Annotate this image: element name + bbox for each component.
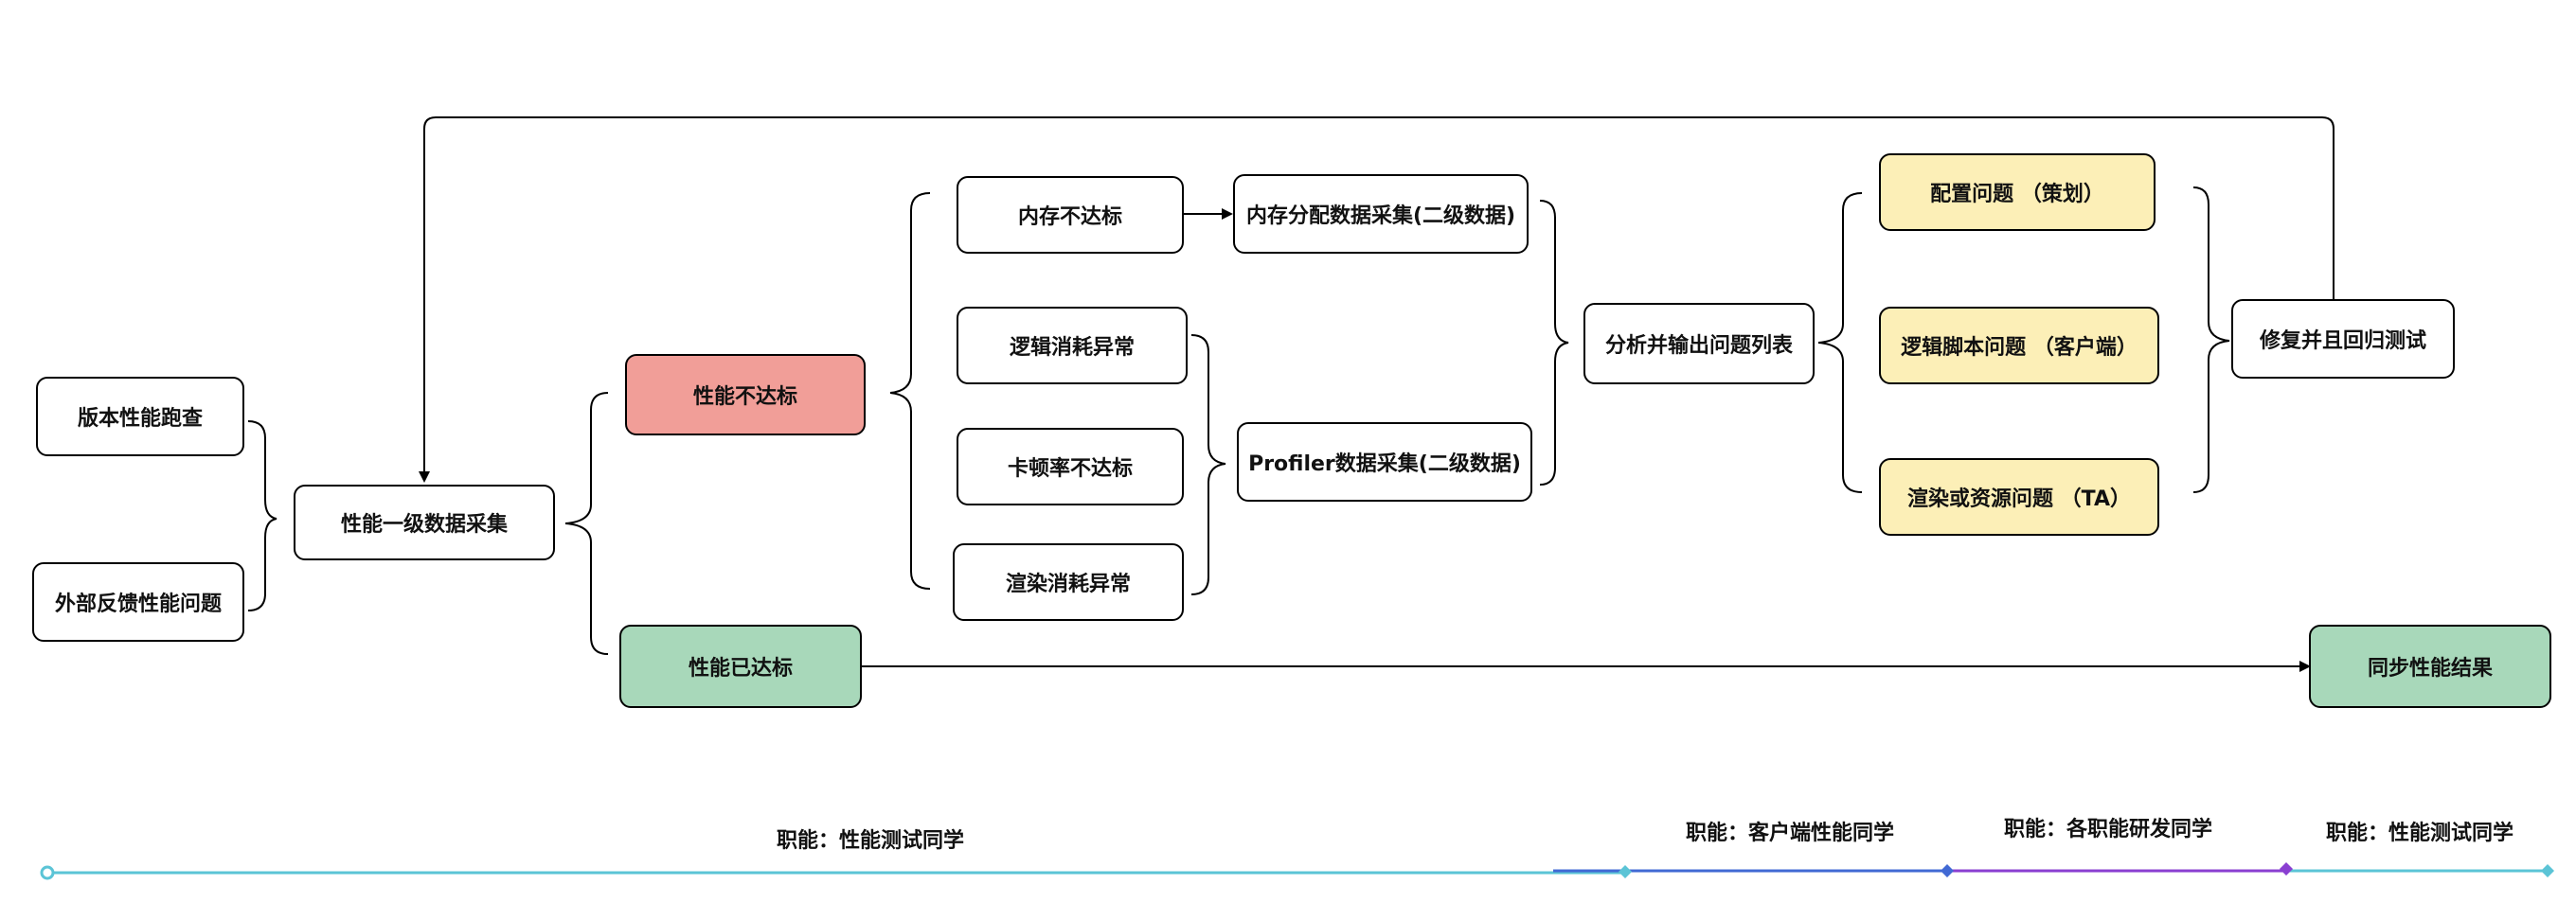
timeline-marker-2 bbox=[1941, 864, 1954, 877]
role-label-client-perf: 职能：客户端性能同学 bbox=[1686, 822, 1895, 845]
node-logic-anomaly[interactable]: 逻辑消耗异常 bbox=[957, 307, 1188, 384]
node-label: 配置问题 （策划） bbox=[1930, 183, 2104, 206]
node-label: 渲染消耗异常 bbox=[1005, 573, 1131, 596]
node-config-issue[interactable]: 配置问题 （策划） bbox=[1879, 153, 2156, 231]
node-mem-alloc-collect[interactable]: 内存分配数据采集(二级数据) bbox=[1233, 174, 1529, 254]
node-analyze[interactable]: 分析并输出问题列表 bbox=[1583, 303, 1815, 384]
node-label: 性能不达标 bbox=[692, 385, 797, 409]
node-label: 逻辑消耗异常 bbox=[1009, 336, 1135, 360]
brace-analyze bbox=[1539, 200, 1569, 486]
brace-inputs bbox=[247, 420, 277, 611]
node-fix-regress[interactable]: 修复并且回归测试 bbox=[2231, 299, 2455, 379]
timeline-marker-3 bbox=[2280, 862, 2293, 876]
node-label: Profiler数据采集(二级数据) bbox=[1248, 452, 1521, 476]
node-profiler-collect[interactable]: Profiler数据采集(二级数据) bbox=[1237, 422, 1532, 502]
node-label: 内存不达标 bbox=[1017, 205, 1122, 229]
brace-profiler bbox=[1190, 334, 1226, 595]
node-label: 内存分配数据采集(二级数据) bbox=[1245, 204, 1516, 228]
node-version-run[interactable]: 版本性能跑查 bbox=[36, 377, 244, 456]
role-label-rd-all: 职能：各职能研发同学 bbox=[2004, 818, 2213, 841]
role-timeline bbox=[47, 869, 2548, 875]
node-label: 卡顿率不达标 bbox=[1007, 457, 1133, 481]
node-fps-fail[interactable]: 卡顿率不达标 bbox=[957, 428, 1184, 505]
brace-causes bbox=[889, 192, 931, 590]
node-perf-fail[interactable]: 性能不达标 bbox=[625, 354, 866, 435]
node-label: 外部反馈性能问题 bbox=[54, 593, 222, 616]
node-mem-fail[interactable]: 内存不达标 bbox=[957, 176, 1184, 254]
timeline-start-marker bbox=[40, 865, 55, 880]
brace-issues bbox=[1817, 192, 1863, 493]
node-logic-script-issue[interactable]: 逻辑脚本问题 （客户端） bbox=[1879, 307, 2159, 384]
role-label-perf-test-1: 职能：性能测试同学 bbox=[777, 829, 965, 853]
loop-arrow bbox=[419, 116, 2334, 483]
node-label: 修复并且回归测试 bbox=[2259, 329, 2426, 353]
node-label: 分析并输出问题列表 bbox=[1604, 334, 1793, 358]
node-label: 版本性能跑查 bbox=[77, 407, 203, 431]
node-primary-collect[interactable]: 性能一级数据采集 bbox=[294, 485, 555, 560]
brace-fix bbox=[2192, 186, 2230, 493]
node-external-feedback[interactable]: 外部反馈性能问题 bbox=[32, 562, 244, 642]
node-sync-result[interactable]: 同步性能结果 bbox=[2309, 625, 2551, 708]
brace-outcomes bbox=[564, 392, 609, 655]
timeline-marker-1 bbox=[1619, 865, 1632, 878]
node-render-resource-issue[interactable]: 渲染或资源问题 （TA） bbox=[1879, 458, 2159, 536]
node-label: 渲染或资源问题 （TA） bbox=[1907, 487, 2131, 511]
node-label: 逻辑脚本问题 （客户端） bbox=[1901, 336, 2138, 360]
node-perf-pass[interactable]: 性能已达标 bbox=[619, 625, 862, 708]
node-label: 性能一级数据采集 bbox=[340, 513, 508, 537]
role-label-perf-test-2: 职能：性能测试同学 bbox=[2326, 822, 2514, 845]
node-render-anomaly[interactable]: 渲染消耗异常 bbox=[953, 543, 1184, 621]
node-label: 性能已达标 bbox=[688, 657, 793, 681]
timeline-end-marker bbox=[2541, 864, 2554, 877]
node-label: 同步性能结果 bbox=[2367, 657, 2493, 681]
